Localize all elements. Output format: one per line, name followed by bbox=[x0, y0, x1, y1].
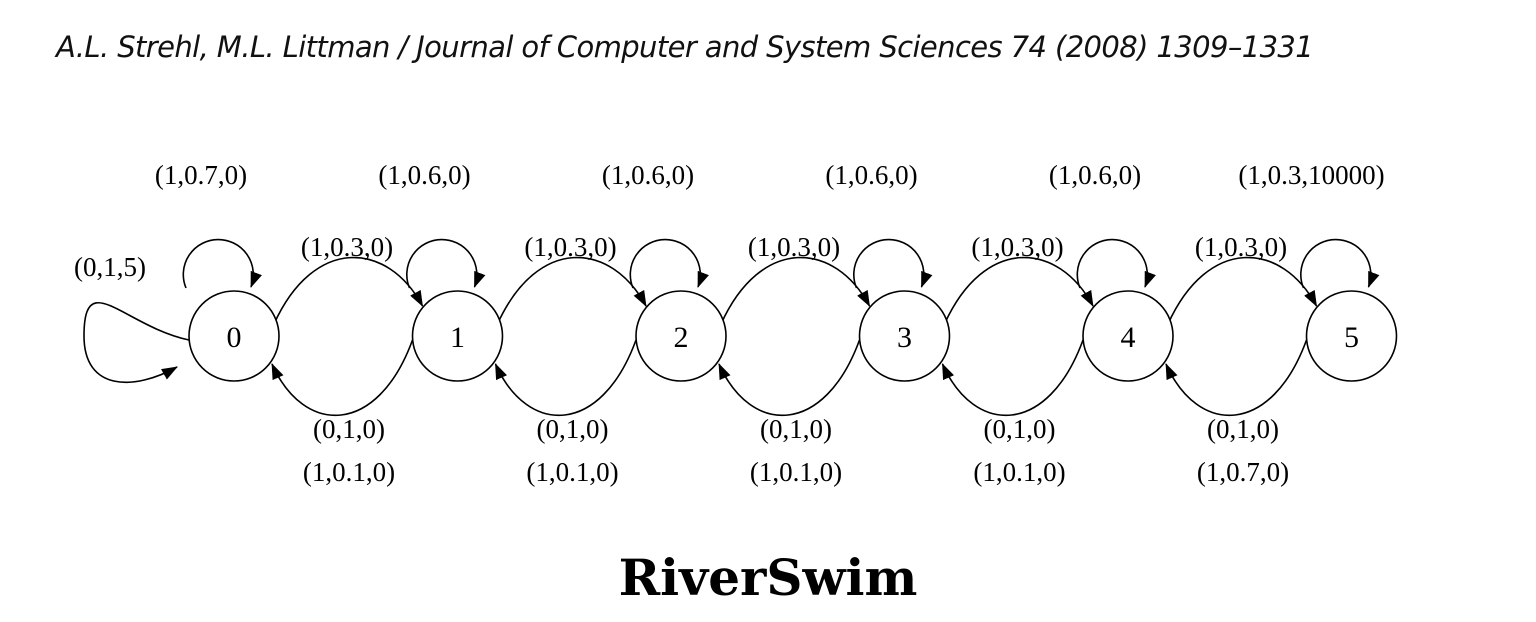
journal-citation-header: A.L. Strehl, M.L. Littman / Journal of C… bbox=[56, 30, 1314, 64]
self-loop-edge-2 bbox=[629, 238, 709, 289]
left-loop-label-0: (0,1,5) bbox=[74, 252, 146, 282]
diagram-caption: RiverSwim bbox=[618, 548, 918, 607]
backward-label-a-2: (0,1,0) bbox=[760, 414, 832, 444]
self-loop-label-5: (1,0.3,10000) bbox=[1238, 160, 1384, 190]
backward-label-b-3: (1,0.1,0) bbox=[973, 457, 1065, 487]
state-node-label-4: 4 bbox=[1121, 321, 1136, 354]
backward-edge-4 bbox=[1165, 339, 1308, 416]
forward-label-3: (1,0.3,0) bbox=[971, 232, 1063, 262]
forward-edge-2 bbox=[720, 256, 871, 325]
backward-label-b-4: (1,0.7,0) bbox=[1197, 457, 1289, 487]
forward-edge-0 bbox=[273, 256, 424, 325]
state-node-label-5: 5 bbox=[1344, 321, 1359, 354]
forward-label-4: (1,0.3,0) bbox=[1195, 232, 1287, 262]
self-loop-edge-4 bbox=[1076, 238, 1156, 289]
backward-label-a-0: (0,1,0) bbox=[313, 414, 385, 444]
backward-label-b-2: (1,0.1,0) bbox=[750, 457, 842, 487]
state-node-label-0: 0 bbox=[227, 321, 242, 354]
forward-edge-4 bbox=[1167, 256, 1318, 325]
backward-label-a-3: (0,1,0) bbox=[984, 414, 1056, 444]
backward-label-b-0: (1,0.1,0) bbox=[303, 457, 395, 487]
self-loop-edge-1 bbox=[406, 238, 486, 289]
forward-label-0: (1,0.3,0) bbox=[301, 232, 393, 262]
state-node-label-1: 1 bbox=[450, 321, 465, 354]
backward-edge-0 bbox=[271, 339, 414, 416]
backward-label-b-1: (1,0.1,0) bbox=[526, 457, 618, 487]
self-loop-edge-3 bbox=[853, 238, 933, 289]
backward-edge-3 bbox=[941, 339, 1084, 416]
backward-label-a-1: (0,1,0) bbox=[537, 414, 609, 444]
state-node-3 bbox=[858, 290, 951, 382]
state-node-1 bbox=[411, 290, 504, 382]
forward-label-1: (1,0.3,0) bbox=[524, 232, 616, 262]
self-loop-edge-0 bbox=[182, 238, 262, 289]
state-node-4 bbox=[1082, 290, 1174, 382]
backward-edge-1 bbox=[494, 339, 637, 416]
state-node-0 bbox=[188, 290, 280, 382]
left-loop-edge-0 bbox=[83, 302, 190, 384]
self-loop-label-2: (1,0.6,0) bbox=[602, 160, 694, 190]
forward-label-2: (1,0.3,0) bbox=[748, 232, 840, 262]
state-node-label-2: 2 bbox=[674, 321, 689, 354]
state-node-2 bbox=[635, 290, 727, 382]
self-loop-label-0: (1,0.7,0) bbox=[155, 160, 247, 190]
self-loop-edge-5 bbox=[1300, 238, 1380, 289]
state-node-5 bbox=[1305, 290, 1398, 382]
state-node-label-3: 3 bbox=[897, 321, 912, 354]
self-loop-label-4: (1,0.6,0) bbox=[1049, 160, 1141, 190]
forward-edge-3 bbox=[943, 256, 1094, 325]
forward-edge-1 bbox=[496, 256, 647, 325]
self-loop-label-1: (1,0.6,0) bbox=[378, 160, 470, 190]
backward-label-a-4: (0,1,0) bbox=[1207, 414, 1279, 444]
self-loop-label-3: (1,0.6,0) bbox=[825, 160, 917, 190]
backward-edge-2 bbox=[718, 339, 861, 416]
